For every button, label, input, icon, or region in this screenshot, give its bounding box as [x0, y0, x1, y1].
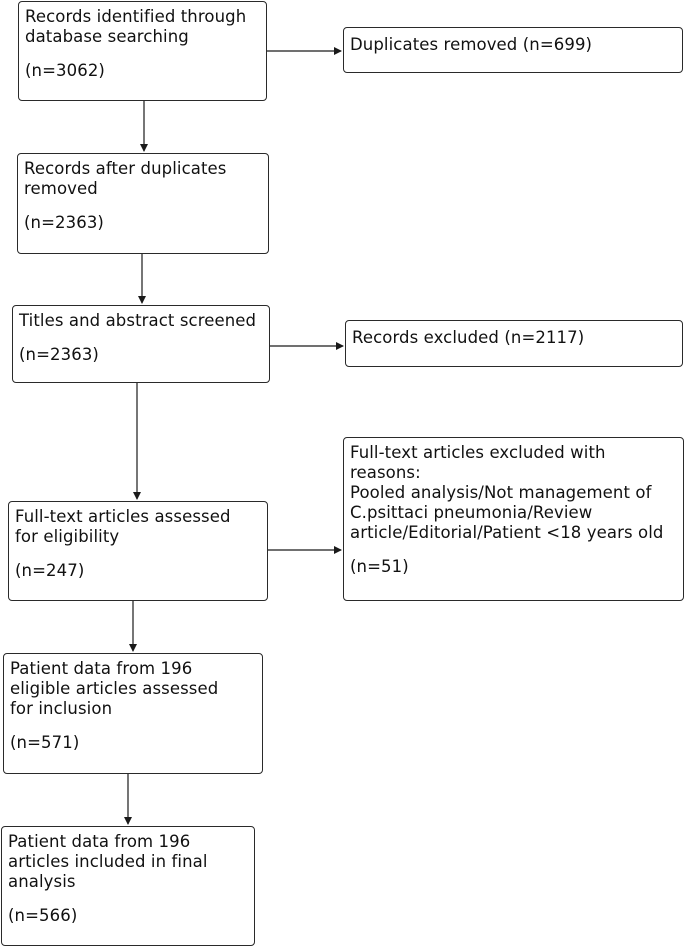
box-text-line: removed	[24, 179, 98, 198]
box-text-line: Records excluded (n=2117)	[352, 328, 585, 347]
box-text-line: for eligibility	[15, 527, 120, 546]
box-fulltext-assessed: Full-text articles assessed for eligibil…	[8, 501, 268, 601]
box-fulltext-excluded: Full-text articles excluded with reasons…	[343, 437, 684, 601]
box-text-line: Records after duplicates	[24, 159, 227, 178]
box-text-line: Full-text articles excluded with	[350, 443, 606, 462]
box-text-line: articles included in final	[8, 852, 208, 871]
box-patient-data-assessed: Patient data from 196 eligible articles …	[3, 653, 263, 774]
box-count: (n=247)	[15, 561, 85, 580]
box-text-line: for inclusion	[10, 699, 113, 718]
box-patient-data-final: Patient data from 196 articles included …	[1, 826, 255, 946]
box-count: (n=3062)	[25, 61, 105, 80]
box-text-line: Duplicates removed (n=699)	[350, 35, 593, 54]
box-text-line: analysis	[8, 872, 76, 891]
box-count: (n=2363)	[24, 213, 104, 232]
box-text-line: Records identified through	[25, 7, 247, 26]
box-text-line: Full-text articles assessed	[15, 507, 231, 526]
box-duplicates-removed: Duplicates removed (n=699)	[343, 27, 683, 73]
box-text-line: reasons:	[350, 463, 421, 482]
box-count: (n=2363)	[19, 345, 99, 364]
box-text-line: eligible articles assessed	[10, 679, 219, 698]
box-records-excluded: Records excluded (n=2117)	[345, 320, 683, 367]
box-text-line: article/Editorial/Patient <18 years old	[350, 523, 664, 542]
box-count: (n=566)	[8, 906, 78, 925]
box-text-line: Pooled analysis/Not management of	[350, 483, 652, 502]
box-titles-screened: Titles and abstract screened (n=2363)	[12, 305, 270, 383]
box-count: (n=571)	[10, 733, 80, 752]
box-text-line: C.psittaci pneumonia/Review	[350, 503, 593, 522]
box-text-line: Titles and abstract screened	[19, 311, 257, 330]
box-text-line: Patient data from 196	[10, 659, 193, 678]
box-text-line: database searching	[25, 27, 189, 46]
box-records-after-duplicates: Records after duplicates removed (n=2363…	[17, 153, 269, 254]
box-text-line: Patient data from 196	[8, 832, 191, 851]
box-count: (n=51)	[350, 557, 409, 576]
box-records-identified: Records identified through database sear…	[18, 1, 267, 101]
